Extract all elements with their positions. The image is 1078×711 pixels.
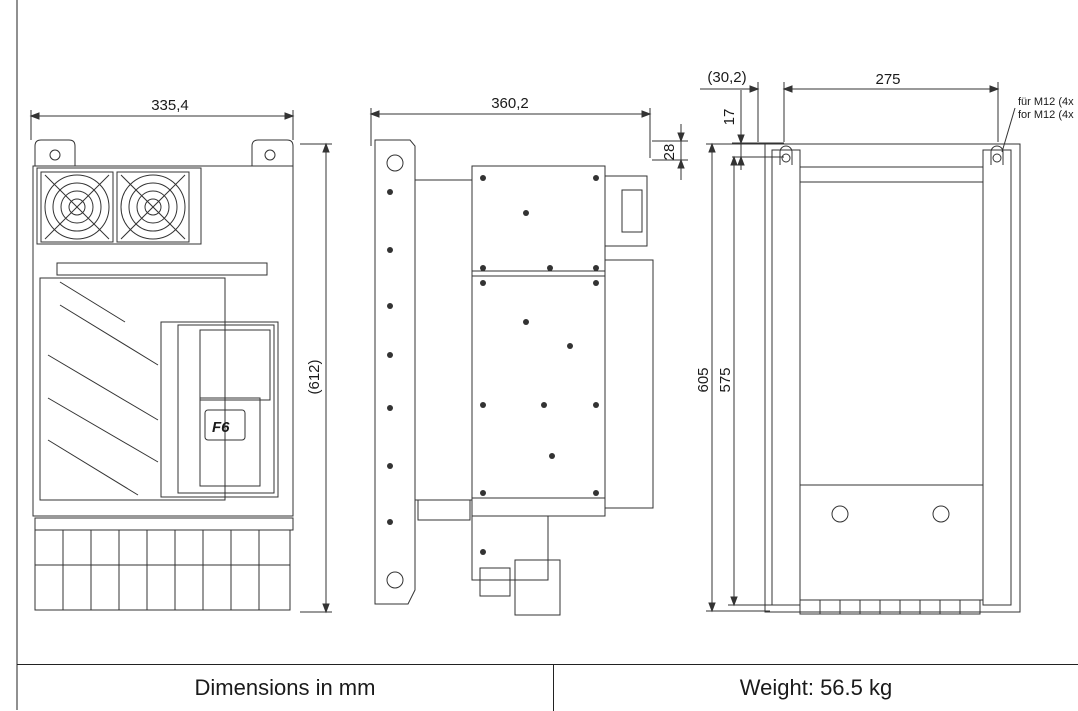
side-view [369, 108, 688, 616]
units-label: Dimensions in mm [17, 665, 554, 711]
side-view-screws [387, 175, 599, 555]
rear-height-outer-label: 605 [695, 367, 712, 392]
mounting-note-de: für M12 (4x [1018, 96, 1074, 108]
rear-height-inner-label: 575 [717, 367, 734, 392]
weight-label: Weight: 56.5 kg [739, 675, 893, 700]
title-block: Dimensions in mm Weight: 56.5 kg [17, 664, 1078, 711]
front-width-label: 335,4 [151, 97, 189, 114]
mounting-note-en: for M12 (4x [1018, 109, 1074, 121]
front-view [29, 110, 332, 614]
side-depth-label: 360,2 [491, 95, 529, 112]
rear-view [700, 82, 1021, 615]
front-height-label: (612) [306, 359, 323, 394]
rear-offset-label: (30,2) [707, 69, 746, 86]
side-top-offset-label: 28 [661, 144, 678, 161]
front-logo: F6 [212, 419, 230, 436]
rear-top-offset-label: 17 [721, 109, 738, 126]
rear-hole-spacing-label: 275 [875, 71, 900, 88]
